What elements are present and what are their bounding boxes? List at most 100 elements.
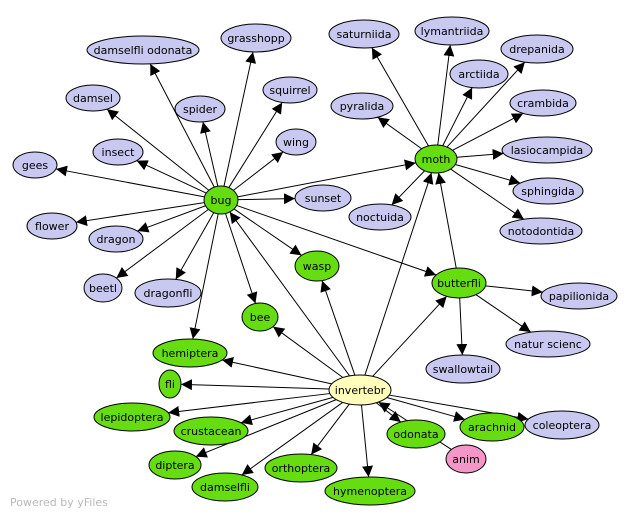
node-label: lymantriida (421, 25, 484, 38)
edge-bug-to-butterfli (236, 204, 437, 277)
yfiles-watermark: Powered by yFiles (10, 496, 108, 509)
node-drepanida[interactable]: drepanida (500, 34, 574, 64)
node-grasshopp[interactable]: grasshopp (220, 23, 292, 53)
node-label: squirrel (269, 84, 310, 97)
node-sunset[interactable]: sunset (294, 184, 352, 212)
edge-layer (55, 44, 543, 478)
edge-invertebr-to-fli (180, 379, 330, 391)
node-shape (294, 250, 340, 282)
node-label: orthoptera (272, 462, 331, 475)
edge-invertebr-to-wasp (320, 280, 356, 376)
node-label: damsel (73, 92, 113, 105)
edge-bug-to-dragon (137, 205, 206, 233)
node-label: grasshopp (227, 32, 284, 45)
node-odonata[interactable]: odonata (386, 419, 446, 449)
node-label: saturniida (337, 28, 392, 41)
node-shape (509, 89, 577, 117)
node-damselfli-odonata[interactable]: damselfli odonata (86, 35, 200, 65)
node-anim[interactable]: anim (445, 444, 487, 474)
node-shape (330, 92, 394, 120)
node-hymenoptera[interactable]: hymenoptera (324, 476, 416, 506)
edge-bug-to-insect (136, 160, 207, 194)
node-bug[interactable]: bug (203, 185, 239, 215)
node-label: moth (422, 153, 451, 166)
node-invertebr[interactable]: invertebr (328, 374, 392, 406)
node-label: coleoptera (533, 419, 592, 432)
node-orthoptera[interactable]: orthoptera (264, 453, 338, 483)
node-shape (275, 128, 317, 156)
node-arachnid[interactable]: arachnid (459, 412, 525, 442)
node-dragon[interactable]: dragon (88, 225, 144, 253)
node-shape (501, 136, 593, 164)
node-pyralida[interactable]: pyralida (330, 92, 394, 120)
node-notodontida[interactable]: notodontida (499, 217, 583, 245)
node-shape (12, 151, 58, 179)
node-saturniida[interactable]: saturniida (328, 19, 400, 49)
node-label: butterfli (437, 277, 481, 290)
node-shape (449, 59, 509, 89)
node-shape (512, 177, 584, 205)
edge-bug-to-wasp (233, 208, 302, 256)
node-shape (220, 23, 292, 53)
node-swallowtail[interactable]: swallowtail (425, 354, 501, 384)
node-natur-scienc[interactable]: natur scienc (505, 330, 591, 358)
node-label: hemiptera (162, 347, 219, 360)
node-papilionida[interactable]: papilionida (540, 282, 618, 310)
edge-invertebr-to-odonata (375, 402, 402, 423)
node-label: gees (22, 159, 49, 172)
node-label: hymenoptera (333, 485, 407, 498)
node-lepidoptera[interactable]: lepidoptera (93, 402, 171, 432)
edge-invertebr-to-butterfli (372, 296, 448, 377)
node-shape (262, 76, 318, 104)
edge-invertebr-to-hemiptera (221, 356, 332, 385)
edge-invertebr-to-crustacean (240, 396, 334, 426)
edge-bug-to-gees (55, 165, 205, 198)
node-lymantriida[interactable]: lymantriida (414, 16, 490, 46)
node-wing[interactable]: wing (275, 128, 317, 156)
node-bee[interactable]: bee (241, 302, 279, 332)
node-shape (414, 16, 490, 46)
node-label: lepidoptera (101, 411, 164, 424)
node-shape (425, 354, 501, 384)
edge-moth-to-pyralida (377, 116, 422, 150)
node-shape (264, 453, 338, 483)
node-squirrel[interactable]: squirrel (262, 76, 318, 104)
node-beetl[interactable]: beetl (83, 273, 123, 303)
node-diptera[interactable]: diptera (148, 450, 202, 480)
node-shape (445, 444, 487, 474)
node-shape (414, 144, 458, 174)
edge-bug-to-spider (200, 121, 219, 187)
node-crambida[interactable]: crambida (509, 89, 577, 117)
edge-moth-to-noctuida (391, 170, 425, 206)
node-insect[interactable]: insect (92, 138, 144, 166)
node-shape (203, 185, 239, 215)
node-coleoptera[interactable]: coleoptera (524, 410, 600, 440)
node-damselfli[interactable]: damselfli (191, 472, 259, 502)
node-lasiocampida[interactable]: lasiocampida (501, 136, 593, 164)
node-shape (158, 369, 182, 399)
node-shape (505, 330, 591, 358)
node-label: anim (452, 453, 479, 466)
node-shape (328, 374, 392, 406)
node-label: spider (183, 103, 218, 116)
node-label: natur scienc (514, 338, 582, 351)
node-sphingida[interactable]: sphingida (512, 177, 584, 205)
edge-invertebr-to-lepidoptera (168, 393, 330, 417)
node-hemiptera[interactable]: hemiptera (152, 338, 228, 368)
node-arctiida[interactable]: arctiida (449, 59, 509, 89)
node-gees[interactable]: gees (12, 151, 58, 179)
node-damsel[interactable]: damsel (65, 84, 121, 112)
node-label: bug (211, 194, 232, 207)
node-moth[interactable]: moth (414, 144, 458, 174)
node-fli[interactable]: fli (158, 369, 182, 399)
node-spider[interactable]: spider (174, 95, 226, 123)
node-noctuida[interactable]: noctuida (348, 203, 412, 231)
node-butterfli[interactable]: butterfli (431, 267, 487, 299)
node-crustacean[interactable]: crustacean (173, 416, 249, 446)
node-flower[interactable]: flower (26, 212, 78, 240)
node-wasp[interactable]: wasp (294, 250, 340, 282)
node-dragonfli[interactable]: dragonfli (134, 278, 202, 308)
node-label: sunset (305, 192, 342, 205)
